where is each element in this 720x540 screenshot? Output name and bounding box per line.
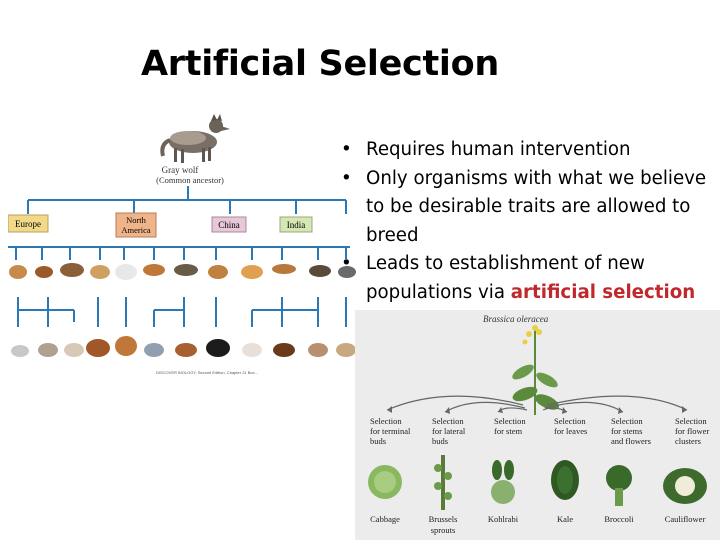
- bullet-item: •Requires human intervention: [338, 136, 718, 165]
- brassica-diagram: Brassica oleracea Selection for terminal…: [355, 310, 720, 540]
- source-note: DISCOVER BIOLOGY, Second Edition, Chapte…: [156, 370, 258, 375]
- product-kohlrabi: Kohlrabi: [488, 514, 519, 524]
- svg-text:for stems: for stems: [611, 426, 642, 436]
- ancestor-sublabel: (Common ancestor): [156, 175, 224, 185]
- bullet-text: Requires human intervention: [366, 139, 631, 160]
- svg-text:for flower: for flower: [675, 426, 709, 436]
- kohlrabi-image: [491, 480, 515, 504]
- svg-text:Selection: Selection: [432, 416, 464, 426]
- dog-breed-tree-diagram: Gray wolf (Common ancestor) Europe North…: [8, 112, 358, 382]
- region-label-north-america-2: America: [121, 225, 150, 235]
- svg-text:clusters: clusters: [675, 436, 701, 446]
- product-brussels-sprouts-2: sprouts: [431, 525, 456, 535]
- bullet-list: •Requires human intervention •Only organ…: [338, 136, 718, 308]
- product-cauliflower: Cauliflower: [665, 514, 706, 524]
- svg-text:for stem: for stem: [494, 426, 522, 436]
- highlight-text: artificial selection: [511, 282, 695, 303]
- ancestor-label: Gray wolf: [162, 165, 199, 175]
- region-label-india: India: [287, 220, 306, 230]
- region-label-europe: Europe: [15, 219, 41, 229]
- dog-breed-row-2: [11, 336, 356, 357]
- product-brussels-sprouts: Brussels: [429, 514, 458, 524]
- selection-label-4: Selection for leaves: [554, 416, 587, 436]
- slide-title: Artificial Selection: [0, 44, 720, 84]
- tree-lines: [8, 186, 350, 327]
- bullet-text: Only organisms with what we believe to b…: [366, 168, 706, 246]
- svg-text:buds: buds: [432, 436, 448, 446]
- svg-text:Selection: Selection: [554, 416, 586, 426]
- selection-label-3: Selection for stem: [494, 416, 526, 436]
- svg-text:Selection: Selection: [370, 416, 402, 426]
- brassica-title: Brassica oleracea: [483, 314, 549, 324]
- product-kale: Kale: [557, 514, 573, 524]
- svg-text:for terminal: for terminal: [370, 426, 411, 436]
- svg-text:and flowers: and flowers: [611, 436, 651, 446]
- svg-text:for lateral: for lateral: [432, 426, 466, 436]
- region-label-north-america: North: [126, 215, 147, 225]
- product-cabbage: Cabbage: [370, 514, 400, 524]
- svg-text:for leaves: for leaves: [554, 426, 587, 436]
- region-label-china: China: [218, 220, 240, 230]
- broccoli-image: [606, 465, 632, 491]
- product-broccoli: Broccoli: [604, 514, 634, 524]
- bullet-item: •Leads to establishment of new populatio…: [338, 250, 718, 307]
- gray-wolf-image: [162, 114, 230, 163]
- bullet-item: •Only organisms with what we believe to …: [338, 165, 718, 251]
- svg-text:Selection: Selection: [611, 416, 643, 426]
- svg-text:Selection: Selection: [675, 416, 707, 426]
- dog-breed-row-1: [9, 263, 356, 280]
- svg-text:Selection: Selection: [494, 416, 526, 426]
- svg-text:buds: buds: [370, 436, 386, 446]
